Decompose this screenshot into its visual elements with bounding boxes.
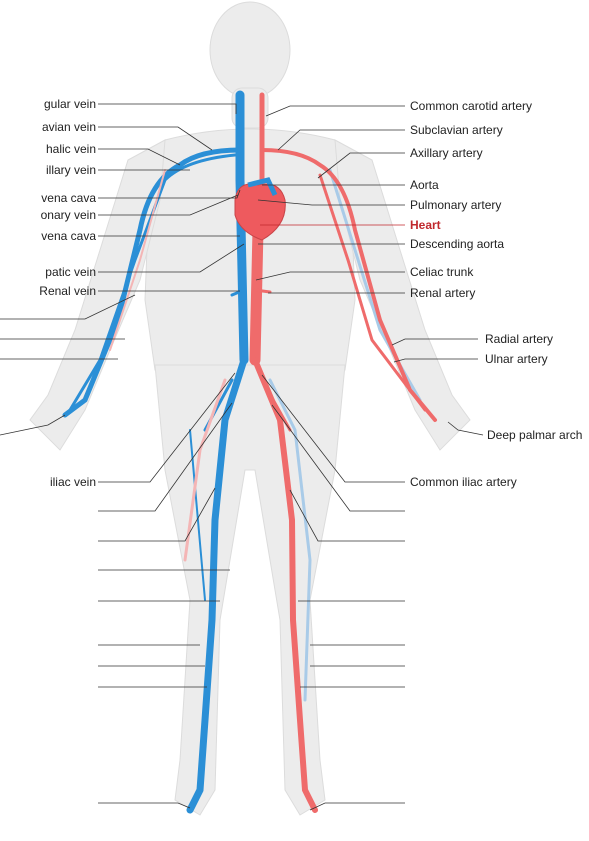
label-deep-palmar-arch: Deep palmar arch	[487, 428, 589, 442]
body-silhouette	[30, 2, 470, 815]
label-axillary-artery: Axillary artery	[410, 146, 483, 160]
label-inferior-vena-cava: vena cava	[0, 229, 96, 243]
label-subclavian-artery: Subclavian artery	[410, 123, 503, 137]
label-common-carotid-artery: Common carotid artery	[410, 99, 532, 113]
label-subclavian-vein: avian vein	[0, 120, 96, 134]
label-cephalic-vein: halic vein	[0, 142, 96, 156]
label-descending-aorta: Descending aorta	[410, 237, 504, 251]
label-pulmonary-vein: onary vein	[0, 208, 96, 222]
label-superior-vena-cava: vena cava	[0, 191, 96, 205]
label-common-iliac-artery: Common iliac artery	[410, 475, 517, 489]
label-renal-artery: Renal artery	[410, 286, 475, 300]
label-pulmonary-artery: Pulmonary artery	[410, 198, 501, 212]
label-iliac-vein: iliac vein	[0, 475, 96, 489]
label-axillary-vein: illary vein	[0, 163, 96, 177]
label-jugular-vein: gular vein	[0, 97, 96, 111]
label-hepatic-vein: patic vein	[0, 265, 96, 279]
label-aorta: Aorta	[410, 178, 439, 192]
label-radial-artery: Radial artery	[485, 332, 553, 346]
label-renal-vein: Renal vein	[0, 284, 96, 298]
label-heart: Heart	[410, 218, 441, 232]
label-celiac-trunk: Celiac trunk	[410, 265, 473, 279]
label-ulnar-artery: Ulnar artery	[485, 352, 548, 366]
